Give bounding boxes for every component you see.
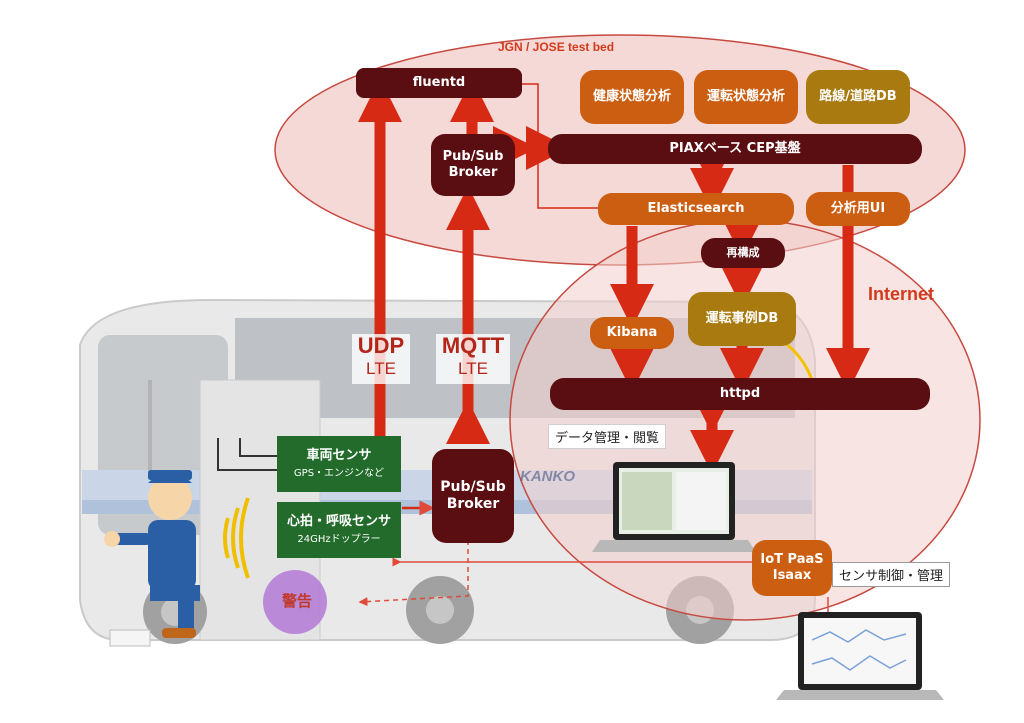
sensor-control-label: センサ制御・管理 <box>832 562 951 587</box>
vehicle-sensor-label: 車両センサ <box>306 447 372 463</box>
driving-case-db-node[interactable]: 運転事例DB <box>688 292 796 346</box>
vehicle-sensor-sub: GPS・エンジンなど <box>293 467 385 479</box>
mqtt-sub-label: LTE <box>458 359 488 378</box>
internet-label: Internet <box>868 284 935 304</box>
analysis-ui-node[interactable]: 分析用UI <box>806 192 910 226</box>
pubsub-broker-bus[interactable]: Pub/Sub Broker <box>432 449 514 543</box>
udp-sub-label: LTE <box>366 359 396 378</box>
vehicle-sensor-box[interactable]: 車両センサ GPS・エンジンなど <box>277 436 401 492</box>
data-management-label: データ管理・閲覧 <box>548 424 667 449</box>
testbed-title: JGN / JOSE test bed <box>498 40 615 54</box>
route-db-node[interactable]: 路線/道路DB <box>806 70 910 124</box>
kibana-node[interactable]: Kibana <box>590 317 674 349</box>
restructure-node[interactable]: 再構成 <box>701 238 785 268</box>
mqtt-label: MQTT <box>441 333 505 358</box>
vital-sensor-label: 心拍・呼吸センサ <box>286 513 391 529</box>
elasticsearch-node[interactable]: Elasticsearch <box>598 193 794 225</box>
iot-paas-node[interactable]: IoT PaaS Isaax <box>752 540 832 596</box>
vital-sensor-box[interactable]: 心拍・呼吸センサ 24GHzドップラー <box>277 502 401 558</box>
httpd-node[interactable]: httpd <box>550 378 930 410</box>
laptop-bottom-icon <box>776 612 944 700</box>
vital-sensor-sub: 24GHzドップラー <box>297 533 381 545</box>
bus-logo: KANKO <box>520 468 575 485</box>
pubsub-broker-top[interactable]: Pub/Sub Broker <box>431 134 515 196</box>
driver-illustration <box>104 470 200 638</box>
udp-label: UDP <box>357 333 405 358</box>
cep-platform-node[interactable]: PIAXベース CEP基盤 <box>548 134 922 164</box>
driving-analysis-node[interactable]: 運転状態分析 <box>694 70 798 124</box>
laptop-center-icon <box>592 462 756 552</box>
signal-waves-icon <box>223 497 250 579</box>
udp-label-box: UDP LTE <box>352 334 410 384</box>
warning-circle <box>263 570 327 634</box>
mqtt-label-box: MQTT LTE <box>436 334 510 384</box>
health-analysis-node[interactable]: 健康状態分析 <box>580 70 684 124</box>
fluentd-node[interactable]: fluentd <box>356 68 522 98</box>
warning-label: 警告 <box>281 593 312 610</box>
